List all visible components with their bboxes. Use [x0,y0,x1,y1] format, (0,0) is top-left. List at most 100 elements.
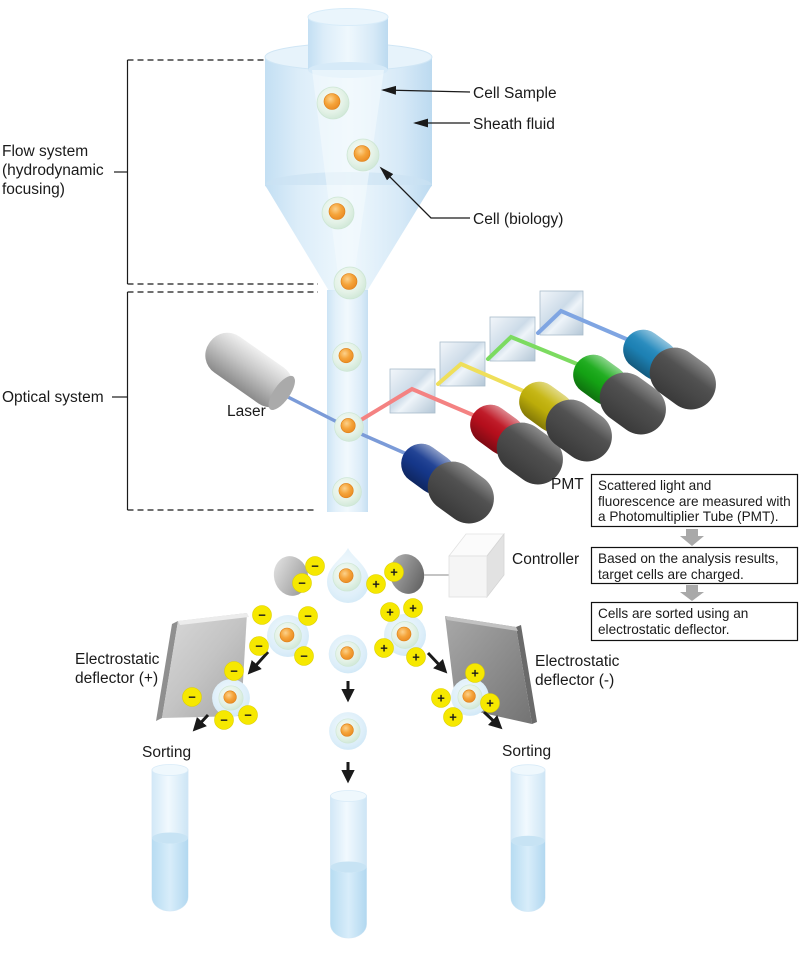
pmt-cap-shade [496,422,563,485]
charge-minus-badge [292,573,312,593]
plus-sign: + [486,696,494,711]
neutral-droplet-cell [328,634,368,674]
step-2-line: target cells are charged. [598,567,744,582]
step-box-3 [590,601,799,642]
step-3-line: Cells are sorted using an [598,606,748,621]
cell-icon [321,196,355,230]
step-box-1 [590,473,799,528]
controller-label: Controller [512,551,579,568]
plus-badges: + + + + + + + + + + [366,562,500,727]
step-1-line: Scattered light and [598,478,711,493]
tube-liquid [511,841,545,912]
collection-tube-right [510,764,546,912]
tube-opening [151,764,189,776]
charge-plus-badge [374,638,394,658]
pmt-detectors [401,329,716,524]
cell-icon [333,266,367,300]
pmt-cap-shade [427,461,494,524]
step-arrow-down-icon [680,529,704,546]
charge-badges: − − − − − − − − − − + + + + + [182,556,500,730]
plus-sign: + [390,565,398,580]
deflector-plus-label: deflector (+) [75,670,158,687]
charge-minus-badge [238,705,258,725]
tube-opening [330,790,367,802]
plus-sign: + [471,666,479,681]
leader-lines [379,85,471,219]
yellow-fluorescence-beam [436,361,530,395]
tube-liquid [152,838,188,911]
minus-sign: − [244,708,252,723]
sample-tube-top [307,8,389,26]
minus-sign: − [304,609,312,624]
plus-sign: + [449,710,457,725]
sorting-left-label: Sorting [142,744,191,761]
laser-label: Laser [227,403,266,420]
step-box-2 [590,546,799,585]
plate-left-edge [156,621,178,721]
plus-sign: + [372,577,380,592]
cell-biology-leader [379,166,470,219]
laser-cylinder [205,332,295,410]
step-1-line: fluorescence are measured with [598,494,791,509]
green-fluorescence-beam [486,334,584,368]
cell-biology-label: Cell (biology) [473,211,563,228]
flow-system-bracket [114,59,318,285]
controller-front-face [448,555,488,598]
neutral-droplet-cell [328,711,368,751]
controller-box [448,532,505,599]
collection-tubes [151,764,546,939]
charge-minus-badge [305,556,325,576]
plate-right-edge [516,625,537,724]
minus-sign: − [230,664,238,679]
charge-minus-badge [182,687,202,707]
laser-body [205,332,293,408]
cell-icon [346,138,380,172]
fluid-stream [327,290,368,512]
minus-sign: − [188,690,196,705]
charge-plus-badge [384,562,404,582]
flow-arrows [192,650,503,784]
laser-aperture [268,375,295,410]
charge-minus-badge [294,646,314,666]
flow-system-label: focusing) [2,181,65,198]
flow-cell-funnel [264,8,433,512]
step-2-line: Based on the analysis results, [598,551,779,566]
pmt-green [573,354,666,435]
plate-left-top-edge [178,613,249,625]
pmt-teal [623,329,716,410]
flow-system-label: (hydrodynamic [2,162,104,179]
minus-sign: − [311,559,319,574]
deflector-minus-label: deflector (-) [535,672,614,689]
plus-sign: + [412,650,420,665]
blue-fluorescence-beam [536,308,633,343]
pmt-yellow [519,381,612,462]
charge-minus-badge [298,606,318,626]
pmt-cap-shade [599,372,666,435]
liquid-surface [152,832,188,844]
cell-sample-label: Cell Sample [473,85,557,102]
liquid-surface [511,835,545,847]
optical-system-label: Optical system [2,389,104,406]
step-1-line: a Photomultiplier Tube (PMT). [598,509,779,524]
flow-system-label: Flow system [2,143,88,160]
charge-plus-badge [480,693,500,713]
deflect-left-arrow [247,650,270,675]
minus-badges: − − − − − − − − − − [182,556,325,730]
collection-tube-left [151,764,189,912]
charge-plus-badge [366,574,386,594]
step-arrow-down-icon [680,585,704,601]
process-steps: Scattered light and fluorescence are mea… [590,473,799,642]
dichroic-mirrors [389,290,584,414]
charge-plus-badge [406,647,426,667]
step-3-line: electrostatic deflector. [598,622,729,637]
charge-minus-badge [214,710,234,730]
sheath-fluid-label: Sheath fluid [473,116,555,133]
minus-sign: − [255,639,263,654]
minus-sign: − [300,649,308,664]
charge-minus-badge [224,661,244,681]
charge-plus-badge [431,688,451,708]
cell-icon [332,342,362,372]
charge-minus-badge [252,605,272,625]
